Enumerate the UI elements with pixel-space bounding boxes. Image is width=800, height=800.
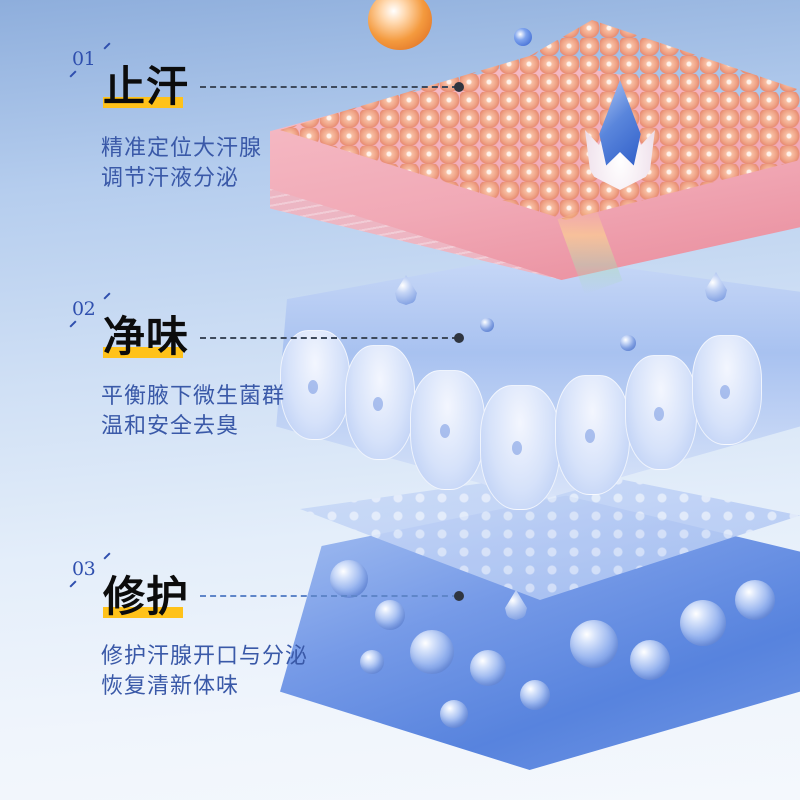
decorative-slash (103, 42, 111, 50)
skin-layers-illustration (240, 0, 800, 800)
cell (480, 385, 560, 510)
bubble (480, 318, 494, 332)
feature-description: 平衡腋下微生菌群 温和安全去臭 (101, 382, 285, 442)
description-line: 恢复清新体味 (101, 674, 240, 699)
leader-endpoint-dot (454, 333, 464, 343)
description-line: 修护汗腺开口与分泌 (101, 644, 309, 669)
title-highlight-bar (103, 607, 183, 618)
decorative-slash (69, 320, 77, 328)
decorative-slash (69, 70, 77, 78)
cell (555, 375, 630, 495)
description-line: 温和安全去臭 (101, 414, 240, 439)
bubble (360, 650, 384, 674)
feature-description: 修护汗腺开口与分泌 恢复清新体味 (101, 642, 308, 702)
description-line: 平衡腋下微生菌群 (101, 384, 286, 409)
cell (625, 355, 697, 470)
feature-title-block: 修护 (103, 570, 189, 624)
feature-number: 03 (72, 558, 96, 580)
cell (345, 345, 415, 460)
cell (280, 330, 350, 440)
description-line: 精准定位大汗腺 (101, 136, 263, 161)
bubble (440, 700, 468, 728)
bubble (630, 640, 670, 680)
title-highlight-bar (103, 97, 183, 108)
bubble (330, 560, 368, 598)
leader-endpoint-dot (454, 82, 464, 92)
decorative-slash (103, 292, 111, 300)
bubble (375, 600, 405, 630)
bubble (735, 580, 775, 620)
feature-title: 修护 (103, 572, 190, 621)
leader-line (200, 337, 458, 339)
feature-description: 精准定位大汗腺 调节汗液分泌 (101, 134, 262, 194)
bubble (470, 650, 506, 686)
bubble (520, 680, 550, 710)
droplet-icon (705, 272, 727, 302)
description-line: 调节汗液分泌 (101, 166, 240, 191)
cell (692, 335, 762, 445)
orange-capsule-icon (368, 0, 432, 50)
leader-line (200, 86, 458, 88)
blue-molecule-icon (514, 28, 532, 46)
leader-line (200, 595, 458, 597)
decorative-slash (103, 552, 111, 560)
bubble (680, 600, 726, 646)
title-highlight-bar (103, 347, 183, 358)
feature-title: 止汗 (103, 62, 190, 111)
bubble (570, 620, 618, 668)
leader-endpoint-dot (454, 591, 464, 601)
feature-title: 净味 (103, 312, 190, 361)
cell (410, 370, 485, 490)
feature-number: 01 (72, 48, 96, 70)
feature-title-block: 净味 (103, 310, 189, 364)
decorative-slash (69, 580, 77, 588)
bubble (620, 335, 636, 351)
feature-number: 02 (72, 298, 96, 320)
feature-title-block: 止汗 (103, 60, 189, 114)
bubble (410, 630, 454, 674)
